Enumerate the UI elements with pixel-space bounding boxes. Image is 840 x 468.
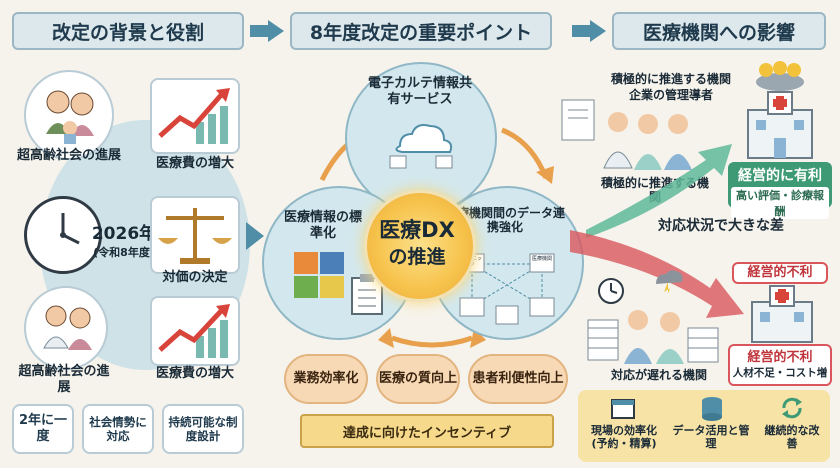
cost-label-1: 医療費の増大 [155,156,234,171]
role-box-biennial: 2年に一度 [12,404,74,454]
year-label: 2026年 [91,224,157,244]
disadvantage-label-2: 経営的不利 [747,350,813,365]
doctor-patient-icon [43,305,92,350]
checklist-icon [351,274,383,315]
era-label: (令和8年度) [93,246,155,259]
header-center-label: 8年度改定の重要ポイント [309,21,533,44]
price-label: 対価の決定 [162,270,228,285]
elderly-circle-2 [24,286,108,370]
money-coins-icon [756,61,804,91]
rising-chart-box-2 [150,296,240,366]
delayed-label: 対応が遅れる機関 [610,368,707,382]
incentive-banner: 達成に向けたインセンティブ [300,414,554,448]
rising-chart-icon-2 [158,304,230,358]
role-box-social: 社会情勢に対応 [82,404,154,454]
delayed-staff-illustration [587,310,719,364]
stopwatch-icon [60,213,80,245]
team-illustration [561,99,692,170]
header-key-points: 8年度改定の重要ポイント [290,12,552,50]
elderly-circle-1 [24,70,114,160]
proactive-title-2: 企業の管理導者 [628,88,713,102]
advantage-arrow [586,144,732,238]
action-efficiency: 現場の効率化(予約・精算) [591,424,657,451]
puzzle-icon [294,252,344,298]
storm-icon [656,270,683,294]
disadvantage-arrow [570,230,744,318]
advantage-tag: 経営的に有利 高い評価・診療報酬 [728,162,832,219]
action-data-management: データ活用と管理 [672,424,750,451]
disadvantage-tag-2: 経営的不利 人材不足・コスト増 [728,344,832,386]
incentive-banner-label: 達成に向けたインセンティブ [342,425,512,441]
header-impact: 医療機関への影響 [612,12,826,50]
scales-box [150,196,240,274]
aging-label-2: 超高齢社会の進展 [18,364,110,395]
refresh-icon [782,397,802,419]
header-arrow-2 [572,20,606,42]
disadvantage-label-1: 経営的不利 [747,265,813,280]
disadvantage-sub: 人材不足・コスト増 [732,367,828,379]
outcome-convenience: 患者利便性向上 [468,354,568,404]
advantage-label: 経営的に有利 [738,168,822,184]
ehr-sharing-label: 電子カルテ情報共有サービス [367,76,472,107]
scales-icon [158,208,232,264]
action-continuous-improvement: 継続的な改善 [764,424,820,451]
stopwatch-circle [24,196,102,274]
outcome-efficiency: 業務効率化 [284,354,368,404]
cost-label-2: 医療費の増大 [155,366,234,381]
header-background-and-role: 改定の背景と役割 [12,12,244,50]
rising-chart-icon [158,88,230,144]
disadvantage-tag-1: 経営的不利 [732,262,828,284]
core-label-line2: の推進 [388,246,446,268]
cloud-icon [389,124,453,169]
proactive-title-1: 積極的に推進する機関 [610,72,731,86]
elderly-couple-icon [46,90,94,144]
data-linkage-label: 医療機関間のデータ連携強化 [444,206,565,235]
aging-label-1: 超高齢社会の進展 [16,148,121,163]
core-label-line1: 医療DX [379,218,455,242]
rising-chart-box-1 [150,78,240,154]
advantage-sub: 高い評価・診療報酬 [731,187,829,219]
section-arrow-left [246,222,264,250]
clock-icon [598,278,624,304]
header-left-label: 改定の背景と役割 [51,21,204,44]
gap-label: 対応状況で大きな差 [658,218,784,234]
calendar-icon [611,399,635,419]
header-right-label: 医療機関への影響 [642,21,795,44]
core-medical-dx [364,190,476,302]
role-box-sustainable: 持続可能な制度設計 [162,404,244,454]
header-arrow-1 [250,20,284,42]
hospital-icon [747,91,813,159]
network-label-hospital: 医療機関 [531,256,552,262]
hospital-icon-bad [751,285,813,343]
database-icon [702,397,722,421]
outcome-quality: 医療の質向上 [376,354,460,404]
standardization-label: 医療情報の標準化 [283,210,362,241]
